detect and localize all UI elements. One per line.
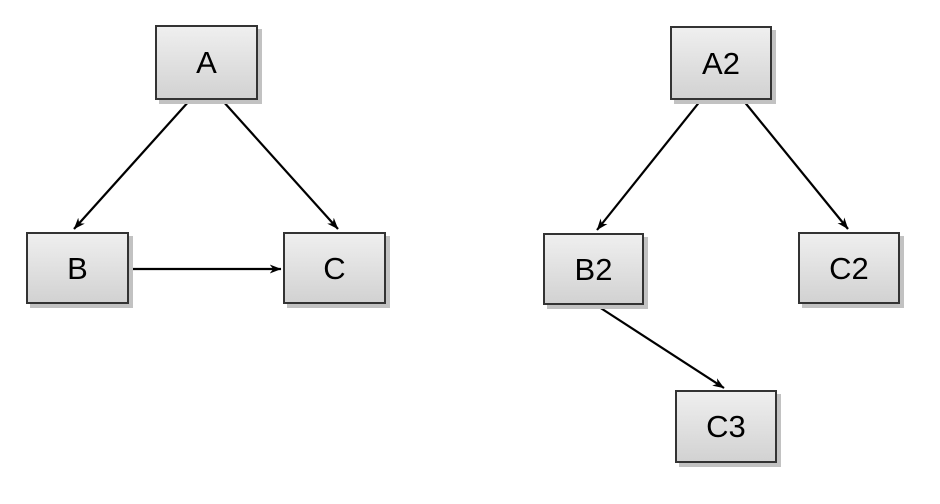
node-c3[interactable]: C3 <box>675 390 777 463</box>
node-label: C2 <box>829 250 869 286</box>
node-b2[interactable]: B2 <box>543 233 644 305</box>
edges-group <box>73 99 849 389</box>
node-a[interactable]: A <box>155 25 258 100</box>
edge-a-to-b <box>73 99 191 230</box>
node-label: C <box>323 250 346 286</box>
node-label: A2 <box>702 45 740 81</box>
node-c2[interactable]: C2 <box>798 232 900 304</box>
edge-a2-to-b2 <box>596 99 702 231</box>
node-label: A <box>196 45 217 80</box>
node-label: B <box>67 250 88 286</box>
node-b[interactable]: B <box>26 232 129 304</box>
node-a2[interactable]: A2 <box>670 26 772 100</box>
edge-a-to-c <box>221 99 339 230</box>
edge-b2-to-c3 <box>595 304 725 389</box>
node-label: B2 <box>574 251 613 287</box>
node-label: C3 <box>706 409 746 444</box>
edge-a2-to-c2 <box>742 99 849 230</box>
node-c[interactable]: C <box>283 232 386 304</box>
